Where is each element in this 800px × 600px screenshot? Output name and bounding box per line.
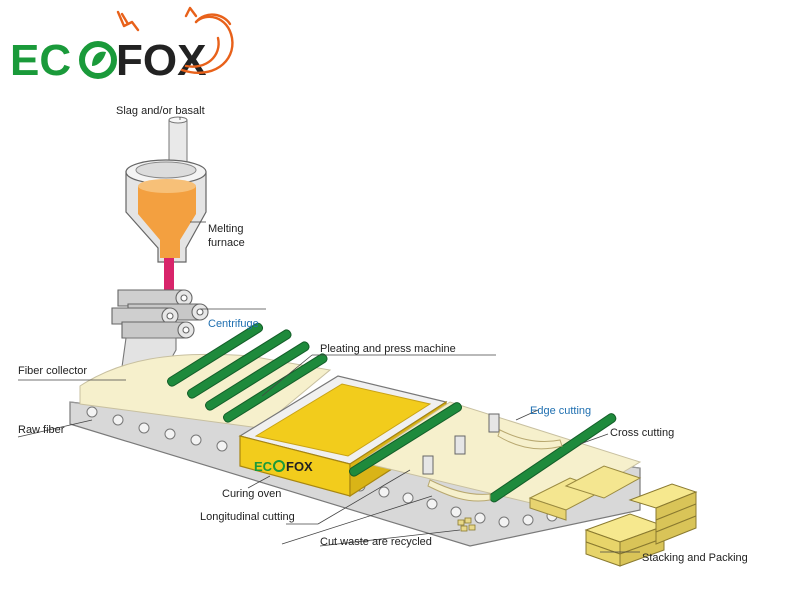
leaf-o-icon: [79, 41, 117, 79]
label-slag: Slag and/or basalt: [116, 105, 205, 117]
oven-logo: EC FOX: [254, 459, 313, 474]
cutting-section: [349, 401, 642, 521]
label-stacking: Stacking and Packing: [642, 552, 748, 564]
label-pleating: Pleating and press machine: [320, 343, 456, 355]
packed-stack: [584, 483, 698, 567]
pleating-rollers: [167, 322, 328, 423]
logo-text-eco: EC: [10, 36, 71, 85]
leader-lines: [17, 117, 640, 553]
label-fiber-collector: Fiber collector: [18, 365, 87, 377]
fox-icon: [116, 6, 234, 75]
oven-logo-fox: FOX: [286, 459, 313, 474]
label-raw-fiber: Raw fiber: [18, 424, 65, 436]
recycled-waste: [457, 517, 476, 532]
oven-logo-eco: EC: [254, 459, 273, 474]
logo-text-fox: FOX: [116, 36, 206, 85]
label-longitudinal: Longitudinal cutting: [200, 511, 295, 523]
label-melting-1: Melting: [208, 223, 243, 235]
ecofox-logo: EC FOX: [10, 6, 234, 85]
label-melting-2: furnace: [208, 237, 245, 249]
centrifuge: [111, 289, 209, 339]
label-cross-cutting: Cross cutting: [610, 427, 674, 439]
label-edge-cutting: Edge cutting: [530, 405, 591, 417]
oven-leaf-icon: [273, 460, 285, 472]
label-curing-oven: Curing oven: [222, 488, 281, 500]
melting-furnace: [125, 116, 207, 292]
label-cut-waste: Cut waste are recycled: [320, 536, 432, 548]
label-centrifuge: Centrifuge: [208, 318, 259, 330]
